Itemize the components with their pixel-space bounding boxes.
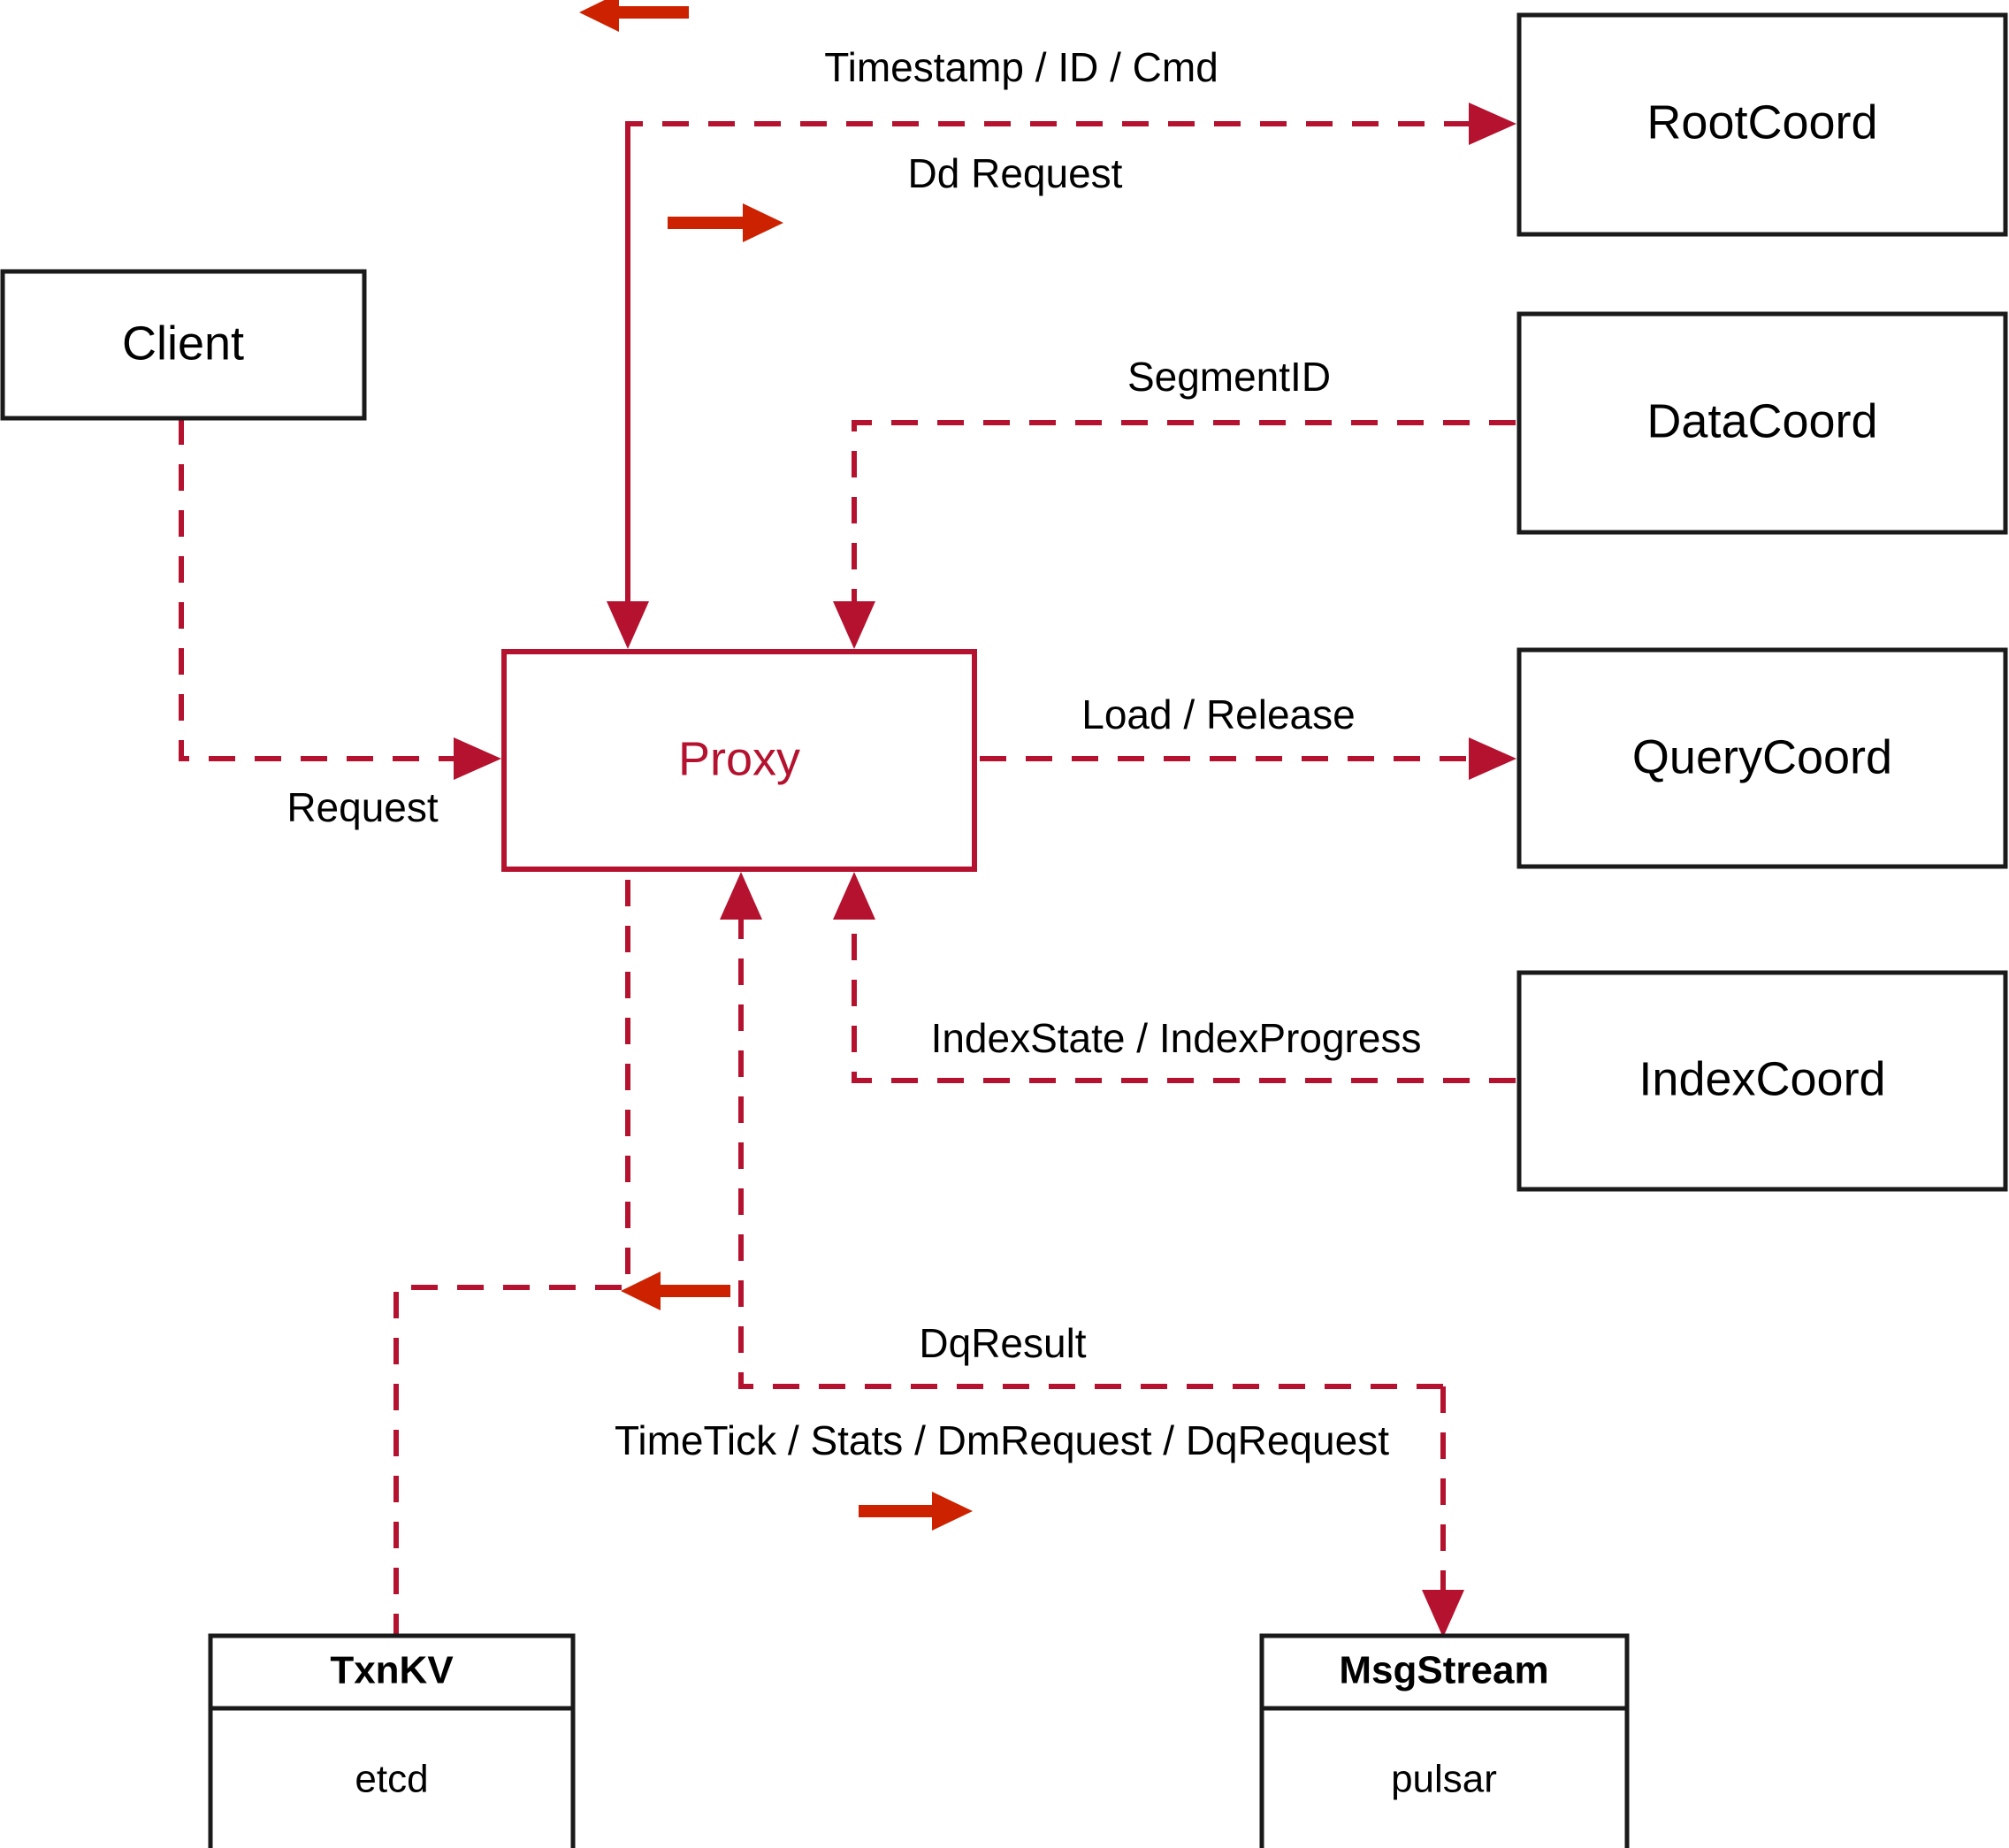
node-msgstream[interactable] xyxy=(1259,1633,1630,1848)
node-rootcoord-label: RootCoord xyxy=(1646,95,1877,149)
direction-arrow-timestamp-left xyxy=(579,0,689,32)
edge-line-txnkv xyxy=(393,880,630,1634)
edge-label-request: Request xyxy=(286,784,439,830)
edge-label-timetick-stats: TimeTick / Stats / DmRequest / DqRequest xyxy=(615,1417,1389,1463)
edge-label-dd-request: Dd Request xyxy=(908,150,1123,196)
direction-arrow-dd-request-right xyxy=(668,203,783,242)
node-msgstream-title: MsgStream xyxy=(1339,1649,1548,1692)
node-txnkv[interactable] xyxy=(208,1633,576,1848)
node-rootcoord[interactable] xyxy=(1516,12,2008,237)
direction-arrow-timetick-right xyxy=(859,1492,973,1531)
edge-line-segmentid xyxy=(833,420,1516,649)
node-datacoord-label: DataCoord xyxy=(1646,394,1877,447)
edge-line-request xyxy=(179,418,501,780)
edge-line-msgstream-up xyxy=(720,872,1443,1389)
node-indexcoord[interactable] xyxy=(1516,970,2008,1192)
direction-arrow-dqresult-left xyxy=(621,1271,730,1310)
node-querycoord-label: QueryCoord xyxy=(1632,730,1892,783)
edge-line-indexstate xyxy=(833,872,1516,1083)
node-indexcoord-label: IndexCoord xyxy=(1639,1052,1885,1105)
edge-label-timestamp-id-cmd: Timestamp / ID / Cmd xyxy=(824,44,1218,90)
edge-label-segmentid: SegmentID xyxy=(1127,354,1331,400)
node-proxy-label: Proxy xyxy=(678,732,800,785)
node-msgstream-impl: pulsar xyxy=(1391,1758,1497,1801)
edge-line-rootcoord xyxy=(625,103,1516,641)
node-client-label: Client xyxy=(122,317,244,370)
node-txnkv-title: TxnKV xyxy=(330,1649,454,1692)
node-proxy[interactable] xyxy=(501,649,977,872)
node-client[interactable] xyxy=(0,269,367,421)
node-querycoord[interactable] xyxy=(1516,647,2008,869)
node-txnkv-impl: etcd xyxy=(355,1758,428,1801)
node-datacoord[interactable] xyxy=(1516,311,2008,535)
edge-label-indexstate-indexprogress: IndexState / IndexProgress xyxy=(931,1015,1422,1061)
edge-label-load-release: Load / Release xyxy=(1081,691,1355,737)
edge-label-dq-result: DqResult xyxy=(919,1320,1086,1366)
